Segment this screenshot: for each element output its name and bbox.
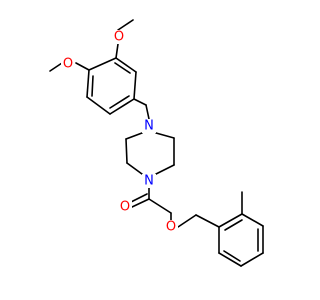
bond-ring1-double-2: [109, 95, 130, 109]
bond-ring2-e: [240, 252, 264, 267]
bond-methyl-o2: [49, 62, 63, 72]
bond-o2-ring: [75, 62, 90, 71]
bond-carbonyl-o3-2: [130, 193, 148, 203]
bond-ring2-f: [218, 252, 242, 267]
bond-ring2-c: [241, 213, 264, 227]
bond-ring2-b: [218, 213, 243, 228]
bond-o4-ring: [177, 214, 197, 228]
oxygen-atom-label: O: [63, 57, 73, 72]
bonds: [49, 19, 264, 267]
bond-o1-ring: [115, 43, 119, 59]
atom-labels: O O N N O O: [61, 30, 178, 235]
ether-oxygen-label: O: [166, 220, 176, 235]
bond-methyl-o1: [117, 19, 134, 31]
bond-ring1-double-1: [91, 75, 94, 97]
bond-ring2-a: [195, 214, 220, 228]
bond-carbonyl-ch2: [148, 198, 172, 214]
bond-pip-c: [126, 162, 143, 175]
bond-pip-a: [125, 132, 143, 140]
nitrogen-atom-label: N: [144, 174, 154, 189]
bond-ring2-double-1: [224, 219, 243, 231]
bond-ring2-double-3: [223, 250, 241, 262]
bond-pip-d: [155, 132, 175, 139]
bond-ring1-a: [88, 57, 117, 71]
bond-ring1-f: [115, 57, 137, 73]
bond-ring1-c: [86, 96, 111, 115]
nitrogen-atom-label: N: [144, 119, 154, 134]
bond-ring1-b: [86, 69, 90, 98]
bond-ring-ch2: [133, 98, 147, 106]
structure-canvas: O O N N O O: [49, 19, 264, 267]
bond-ch2-n1: [145, 104, 150, 120]
bond-pip-f: [155, 164, 175, 175]
bond-ring1-double-3: [114, 62, 131, 74]
bond-pip-b: [125, 138, 128, 164]
carbonyl-oxygen-label: O: [120, 200, 130, 215]
bond-ring1-d: [109, 98, 135, 115]
bond-ring1-e: [133, 71, 137, 100]
molecule-diagram: O O N N O O: [49, 19, 264, 267]
oxygen-atom-label: O: [114, 30, 124, 45]
bond-carbonyl-o3-1: [131, 198, 150, 208]
